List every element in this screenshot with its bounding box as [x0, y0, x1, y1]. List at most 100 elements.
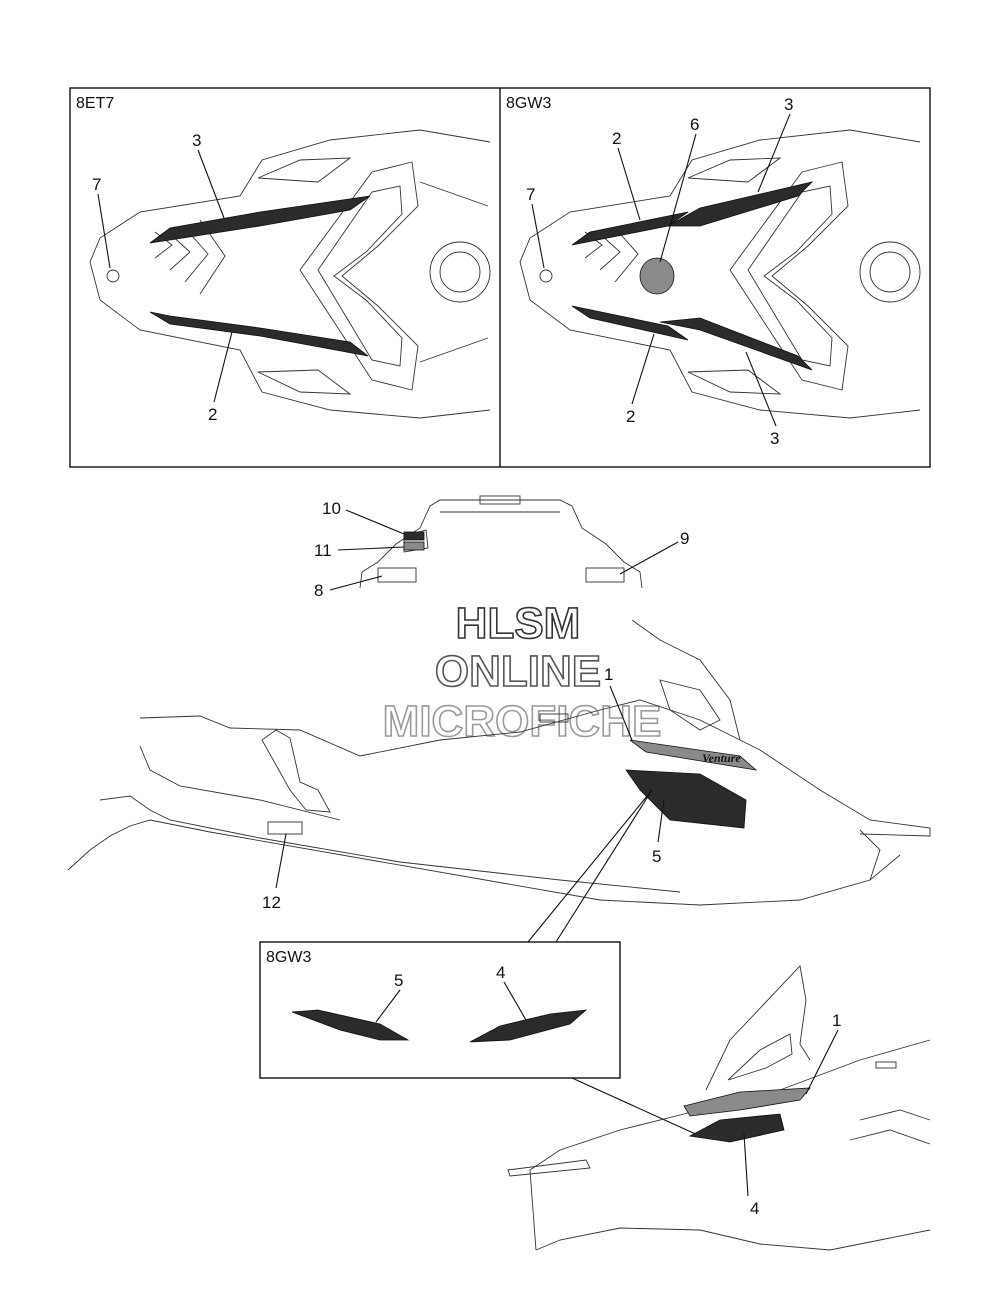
front-view-sled	[507, 965, 931, 1251]
detail-decal-4	[469, 1009, 588, 1043]
detail-zoom-line	[571, 1077, 701, 1137]
leader-3	[197, 149, 225, 219]
emblem-spot-7	[539, 269, 553, 283]
leader-9	[619, 541, 679, 575]
detail-leader-5	[375, 989, 401, 1023]
decal-venture-1	[629, 739, 758, 771]
decal-stripe-2	[149, 311, 369, 357]
side-view-sled: Venture	[67, 619, 931, 906]
emblem-decal-6	[639, 257, 675, 295]
side-running-board	[99, 795, 681, 893]
detail-decal-5	[291, 1009, 410, 1041]
callout-9: 9	[680, 529, 689, 548]
gauge-outer	[429, 241, 491, 303]
chevron-marks	[154, 219, 226, 295]
leader-2	[213, 331, 233, 403]
side-windshield	[631, 619, 741, 741]
callout-7: 7	[92, 175, 101, 194]
emblem-spot-7	[106, 269, 120, 283]
front-bumper	[507, 1159, 591, 1177]
leader-5	[657, 799, 665, 843]
gauge-inner	[869, 251, 911, 293]
hood-vent-upper	[687, 157, 782, 183]
side-seat-base	[139, 745, 341, 821]
decal-stripe-3-upper	[666, 181, 814, 227]
decal-stripe-2-lower	[571, 305, 689, 341]
decal-spot-8	[377, 567, 417, 583]
callout-6: 6	[690, 115, 699, 134]
callout-7: 7	[526, 185, 535, 204]
front-windshield-inner	[727, 1033, 793, 1081]
callouts-side: 1 5 12	[262, 665, 665, 943]
side-seat-line	[139, 709, 601, 757]
decal-spot-9	[585, 567, 625, 583]
front-callout-4: 4	[750, 1199, 759, 1218]
front-fuel-cap	[875, 1061, 897, 1069]
callout-2-lower: 2	[626, 407, 635, 426]
callout-3-lower: 3	[770, 429, 779, 448]
hood-outline-upper	[89, 129, 491, 263]
decal-stripe-3-lower	[659, 317, 813, 371]
hood-outline-upper	[519, 129, 921, 263]
leader-12	[275, 833, 287, 889]
callouts-8et7: 3 7 2	[92, 131, 233, 424]
detail-leader-4	[503, 981, 527, 1021]
watermark: HLSM ONLINE MICROFICHE	[382, 598, 662, 747]
decal-side-5	[625, 769, 747, 829]
leader-2-upper	[617, 147, 641, 221]
panel-code-8gw3: 8GW3	[506, 95, 551, 112]
rear-view-sled	[359, 495, 643, 589]
callout-12: 12	[262, 893, 281, 912]
gauge-inner	[439, 251, 481, 293]
front-decal-venture-1	[683, 1087, 811, 1117]
watermark-line-3: MICROFICHE	[383, 697, 662, 746]
panel-code-8et7: 8ET7	[76, 95, 114, 112]
zoom-line-right	[555, 789, 653, 943]
side-hood-line	[599, 699, 931, 837]
side-fuel-cap	[539, 713, 569, 723]
callouts-rear: 10 11 8 9	[314, 499, 689, 600]
decal-spot-12	[267, 821, 303, 835]
side-lower-outline	[67, 819, 901, 906]
windshield-outline	[299, 161, 419, 391]
side-ski-front	[859, 829, 881, 881]
front-leader-1	[805, 1029, 839, 1095]
gauge-outer	[859, 241, 921, 303]
callout-5: 5	[652, 847, 661, 866]
front-hood-outline	[529, 1039, 931, 1251]
watermark-line-2: ONLINE	[435, 647, 601, 696]
detail-frame	[259, 941, 621, 1079]
decal-stripe-3	[149, 195, 371, 244]
callout-10: 10	[322, 499, 341, 518]
leader-6	[659, 133, 697, 263]
windshield-inner	[317, 185, 403, 367]
top-view-hood-8et7	[89, 129, 491, 419]
front-leader-4	[743, 1133, 749, 1197]
front-decal-4	[688, 1113, 785, 1143]
decal-venture-text: Venture	[702, 751, 741, 765]
leader-2-lower	[631, 333, 655, 405]
hood-outline-lower	[89, 261, 491, 419]
callout-2-upper: 2	[612, 129, 621, 148]
leader-3-upper	[757, 113, 791, 193]
callout-8: 8	[314, 581, 323, 600]
rear-body-outline	[359, 499, 643, 589]
detail-callout-4: 4	[496, 963, 505, 982]
leader-1	[609, 685, 633, 741]
callouts-front: 1 4	[743, 1011, 841, 1218]
hood-outline-lower	[519, 261, 921, 419]
leader-8	[329, 575, 383, 591]
front-windshield	[705, 965, 811, 1091]
decal-11	[403, 541, 425, 551]
rear-top-block	[479, 495, 521, 505]
side-windshield-inner	[659, 679, 721, 731]
leader-11	[337, 546, 405, 551]
detail-callout-5: 5	[394, 971, 403, 990]
callout-11: 11	[314, 541, 332, 560]
callout-3: 3	[192, 131, 201, 150]
hood-vent-upper	[257, 157, 352, 183]
decal-10	[403, 531, 425, 541]
watermark-line-1: HLSM	[456, 599, 581, 648]
leader-7	[97, 193, 111, 269]
